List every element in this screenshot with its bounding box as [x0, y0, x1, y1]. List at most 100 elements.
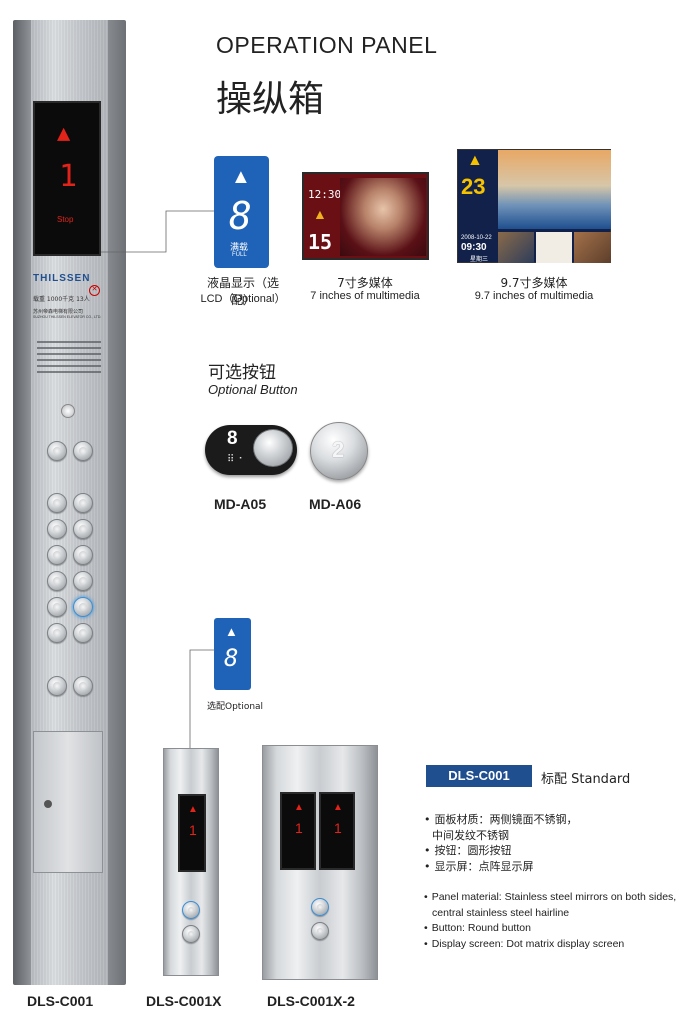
floor-button[interactable]: [47, 597, 67, 617]
connector-line: [189, 649, 215, 794]
media-97-main-image: [498, 150, 611, 229]
up-arrow-icon: ▲: [188, 804, 198, 815]
capacity-label: 载重 1000千克 13人: [33, 296, 90, 303]
main-display-floor: 1: [59, 159, 78, 194]
door-close-button[interactable]: [73, 676, 93, 696]
up-arrow-icon: ▲: [57, 121, 71, 146]
optional-button-title-cn: 可选按钮: [208, 363, 276, 383]
optional-lcd-floor: 8: [224, 644, 239, 672]
button-md-a06: 2: [310, 422, 368, 480]
floor-button[interactable]: [73, 493, 93, 513]
braille-icon: ⠿⠐: [227, 454, 244, 465]
lcd-full-label-en: FULL: [232, 252, 247, 258]
media-97-room-image: [574, 232, 611, 263]
up-arrow-icon: ▲: [313, 206, 327, 222]
model-label: DLS-C001: [27, 993, 94, 1009]
md-a05-label: MD-A05: [214, 496, 267, 512]
spec-list-cn: 面板材质：两侧镜面不锈钢， 中间发纹不锈钢 按钮：圆形按钮 显示屏：点阵显示屏: [424, 812, 674, 874]
md-a06-label: MD-A06: [309, 496, 362, 512]
up-arrow-icon: ▲: [231, 166, 251, 188]
floor-button[interactable]: [73, 623, 93, 643]
keyhole-icon: [44, 800, 52, 808]
floor-button-lit[interactable]: [73, 597, 93, 617]
page-title-cn: 操纵箱: [216, 79, 325, 120]
main-dot-matrix-display: ▲ 1 Stop: [33, 101, 101, 256]
spec-item: 按钮：圆形按钮: [424, 843, 674, 859]
media-97-time: 09:30: [461, 242, 487, 253]
media-7-caption-cn: 7寸多媒体: [337, 276, 393, 290]
lcd-display-option: ▲ 8 满载 FULL: [214, 156, 269, 268]
c001x2-floor-right: 1: [334, 820, 342, 836]
media-7-time: 12:30: [308, 188, 342, 201]
model-label: DLS-C001X: [146, 993, 222, 1009]
page-title: OPERATION PANEL: [216, 32, 438, 58]
multimedia-7-screen: 12:30 ▲ 15: [302, 172, 429, 260]
floor-button[interactable]: [311, 898, 329, 916]
floor-button[interactable]: [47, 493, 67, 513]
floor-button[interactable]: [47, 519, 67, 539]
speaker-grille: [37, 341, 101, 373]
no-smoking-icon: ✕: [89, 285, 100, 296]
brand-logo: THILSSEN: [33, 273, 91, 284]
lcd-caption-en: LCD（Optional）: [200, 293, 286, 305]
media-97-floor: 23: [461, 174, 486, 199]
c001x2-display-left: ▲ 1: [280, 792, 316, 870]
model-label: DLS-C001X-2: [267, 993, 355, 1009]
md-a06-number: 2: [332, 437, 345, 462]
sensor-icon: [61, 404, 75, 418]
up-arrow-icon: ▲: [467, 152, 483, 169]
service-cabinet-door: [33, 731, 103, 873]
media-97-ad-image: [536, 232, 572, 263]
spec-item: 面板材质：两侧镜面不锈钢，: [424, 812, 674, 828]
media-97-thumb-image: [498, 232, 534, 263]
panel-dls-c001x-2: ▲ 1 ▲ 1: [262, 745, 378, 980]
floor-button[interactable]: [73, 545, 93, 565]
floor-button[interactable]: [182, 925, 200, 943]
md-a05-number: 8: [227, 428, 238, 449]
call-button[interactable]: [73, 441, 93, 461]
optional-lcd-label: 选配Optional: [207, 702, 264, 712]
floor-button[interactable]: [47, 571, 67, 591]
floor-button[interactable]: [182, 901, 200, 919]
floor-button[interactable]: [47, 623, 67, 643]
media-97-date: 2008-10-22: [461, 235, 492, 241]
connector-line: [101, 210, 215, 253]
door-open-button[interactable]: [47, 676, 67, 696]
c001x-floor: 1: [189, 822, 197, 838]
spec-item: 显示屏：点阵显示屏: [424, 859, 674, 875]
media-7-caption-en: 7 inches of multimedia: [310, 290, 420, 302]
floor-button[interactable]: [311, 922, 329, 940]
c001x2-display-right: ▲ 1: [319, 792, 355, 870]
optional-lcd-display: ▲ 8: [214, 618, 251, 690]
c001x-display: ▲ 1: [178, 794, 206, 872]
spec-item-cont: 中间发纹不锈钢: [432, 828, 509, 842]
brand-plate: THILSSEN ✕ 载重 1000千克 13人 苏州帝森电梯有限公司 SUZH…: [33, 273, 103, 325]
up-arrow-icon: ▲: [225, 624, 238, 639]
floor-button[interactable]: [73, 519, 93, 539]
panel-dls-c001x: ▲ 1: [163, 748, 219, 976]
media-97-caption-cn: 9.7寸多媒体: [500, 276, 568, 290]
up-arrow-icon: ▲: [333, 802, 343, 813]
media-97-caption-en: 9.7 inches of multimedia: [474, 290, 594, 302]
media-97-weekday: 星期三: [470, 256, 489, 263]
floor-button[interactable]: [73, 571, 93, 591]
media-7-video-image: [340, 178, 426, 256]
alarm-button[interactable]: [47, 441, 67, 461]
spec-standard: 标配 Standard: [541, 772, 631, 787]
company-name-cn: 苏州帝森电梯有限公司: [33, 309, 84, 315]
spec-list-en: Panel material: Stainless steel mirrors …: [424, 890, 696, 952]
lcd-caption-cn: 液晶显示（选配）: [206, 276, 279, 307]
main-display-status: Stop: [57, 215, 74, 224]
spec-item: Button: Round button: [424, 921, 696, 937]
button-md-a05: 8 ⠿⠐: [205, 425, 297, 475]
spec-item-cont: central stainless steel hairline: [432, 906, 570, 919]
optional-button-title-en: Optional Button: [208, 382, 298, 397]
up-arrow-icon: ▲: [294, 802, 304, 813]
spec-item: Display screen: Dot matrix display scree…: [424, 937, 696, 953]
lcd-floor: 8: [229, 194, 252, 238]
c001x2-floor-left: 1: [295, 820, 303, 836]
lcd-full-label: 满载: [230, 243, 249, 253]
floor-button[interactable]: [47, 545, 67, 565]
spec-item: Panel material: Stainless steel mirrors …: [424, 890, 696, 906]
multimedia-97-screen: ▲ 23 2008-10-22 09:30 星期三: [457, 149, 611, 263]
